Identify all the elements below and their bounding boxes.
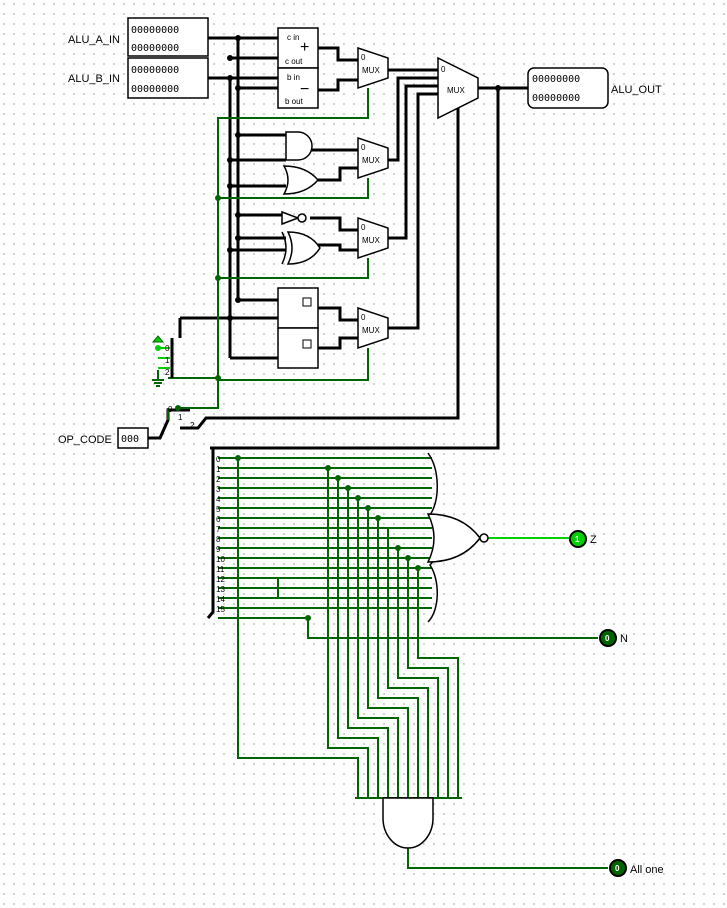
subtractor-b-out: b out: [285, 97, 304, 106]
mux-label: MUX: [362, 66, 380, 75]
bit-pin-11: 11: [216, 565, 225, 574]
bit-pin-4: 4: [216, 495, 221, 504]
op-code-label: OP_CODE: [58, 434, 112, 446]
shifter-left[interactable]: [277, 287, 319, 329]
mux-label: MUX: [362, 156, 380, 165]
z-output: 1 Z: [569, 530, 597, 548]
n-value: 0: [605, 634, 610, 643]
mux-sel0-label: 0: [361, 313, 366, 322]
bit-pin-6: 6: [216, 515, 221, 524]
alu-out-label: ALU_OUT: [611, 84, 662, 96]
bit-pin-12: 12: [216, 575, 225, 584]
and-gate[interactable]: [285, 131, 313, 161]
bit-pin-3: 3: [216, 485, 221, 494]
alu-out-bits-low: 00000000: [532, 93, 580, 104]
constant-splitter: 0 1 2: [151, 335, 174, 387]
adder-c-in: c in: [287, 33, 299, 42]
z-label: Z: [590, 534, 597, 546]
subtractor[interactable]: b in − b out: [277, 67, 319, 109]
mux-shift[interactable]: 0 MUX: [357, 306, 389, 350]
bit-pin-10: 10: [216, 555, 225, 564]
and-gate-all-one[interactable]: [382, 797, 434, 849]
alu-out-bits-high: 00000000: [532, 74, 580, 85]
mux-main[interactable]: 0 MUX: [437, 56, 479, 120]
bit-pin-5: 5: [216, 505, 221, 514]
op-code-input[interactable]: 000: [117, 427, 149, 449]
bit-pin-0: 0: [216, 455, 221, 464]
bit-pin-7: 7: [216, 525, 221, 534]
alu-a-label: ALU_A_IN: [68, 34, 120, 46]
alu-b-input[interactable]: 00000000 00000000: [127, 57, 209, 99]
bit-pin-2: 2: [216, 475, 221, 484]
op-pin-1: 1: [178, 413, 183, 422]
mux-not-xor[interactable]: 0 MUX: [357, 216, 389, 260]
mux-add-sub[interactable]: 0 MUX: [357, 46, 389, 90]
op-pin-0: 0: [168, 405, 173, 414]
adder-plus-icon: +: [300, 39, 309, 56]
bit-pin-14: 14: [216, 595, 225, 604]
bit-pin-13: 13: [216, 585, 225, 594]
op-code-splitter: 0 1 2: [168, 405, 195, 430]
alu-b-label: ALU_B_IN: [68, 73, 120, 85]
mux-sel0-label: 0: [361, 143, 366, 152]
alu-b-bits-low: 00000000: [131, 84, 179, 95]
mux-label: MUX: [362, 326, 380, 335]
nor-gate[interactable]: [426, 513, 489, 563]
op-pin-2: 2: [190, 421, 195, 430]
alu-out-output: 00000000 00000000: [527, 67, 609, 109]
mux-sel0-label: 0: [361, 223, 366, 232]
subtractor-minus-icon: −: [300, 81, 309, 98]
power-icon: [151, 335, 165, 343]
n-output: 0 N: [599, 629, 628, 647]
alu-a-bits-low: 00000000: [131, 43, 179, 54]
junction-dots: [155, 35, 501, 621]
mux-label: MUX: [447, 86, 465, 95]
xor-gate[interactable]: [281, 231, 321, 265]
mux-sel0-label: 0: [361, 53, 366, 62]
mux-sel0-label: 0: [441, 65, 446, 74]
z-value: 1: [575, 535, 580, 544]
shifter-right[interactable]: [277, 327, 319, 369]
bit-pin-1: 1: [216, 465, 221, 474]
all-one-output: 0 All one: [609, 859, 664, 877]
bit-pin-15: 15: [216, 605, 225, 614]
bus-wires: [148, 36, 528, 619]
control-wires: [158, 88, 369, 420]
adder-c-out: c out: [285, 57, 303, 66]
or-gate[interactable]: [282, 165, 319, 195]
low-pin-2: 2: [165, 368, 170, 377]
flag-wires: [218, 452, 608, 869]
alu-a-bits-high: 00000000: [131, 25, 179, 36]
n-label: N: [620, 633, 628, 645]
all-one-label: All one: [630, 864, 664, 876]
bit-pin-8: 8: [216, 535, 221, 544]
adder[interactable]: c in + c out: [277, 27, 319, 69]
low-pin-0: 0: [165, 344, 170, 353]
bit-pin-9: 9: [216, 545, 221, 554]
low-pin-1: 1: [165, 356, 170, 365]
all-one-value: 0: [615, 864, 620, 873]
mux-and-or[interactable]: 0 MUX: [357, 136, 389, 180]
not-gate[interactable]: [281, 210, 307, 226]
op-code-bits: 000: [121, 434, 139, 445]
ground-icon: [152, 370, 164, 387]
mux-label: MUX: [362, 236, 380, 245]
subtractor-b-in: b in: [287, 73, 300, 82]
alu-b-bits-high: 00000000: [131, 65, 179, 76]
alu-a-input[interactable]: 00000000 00000000: [127, 17, 209, 57]
